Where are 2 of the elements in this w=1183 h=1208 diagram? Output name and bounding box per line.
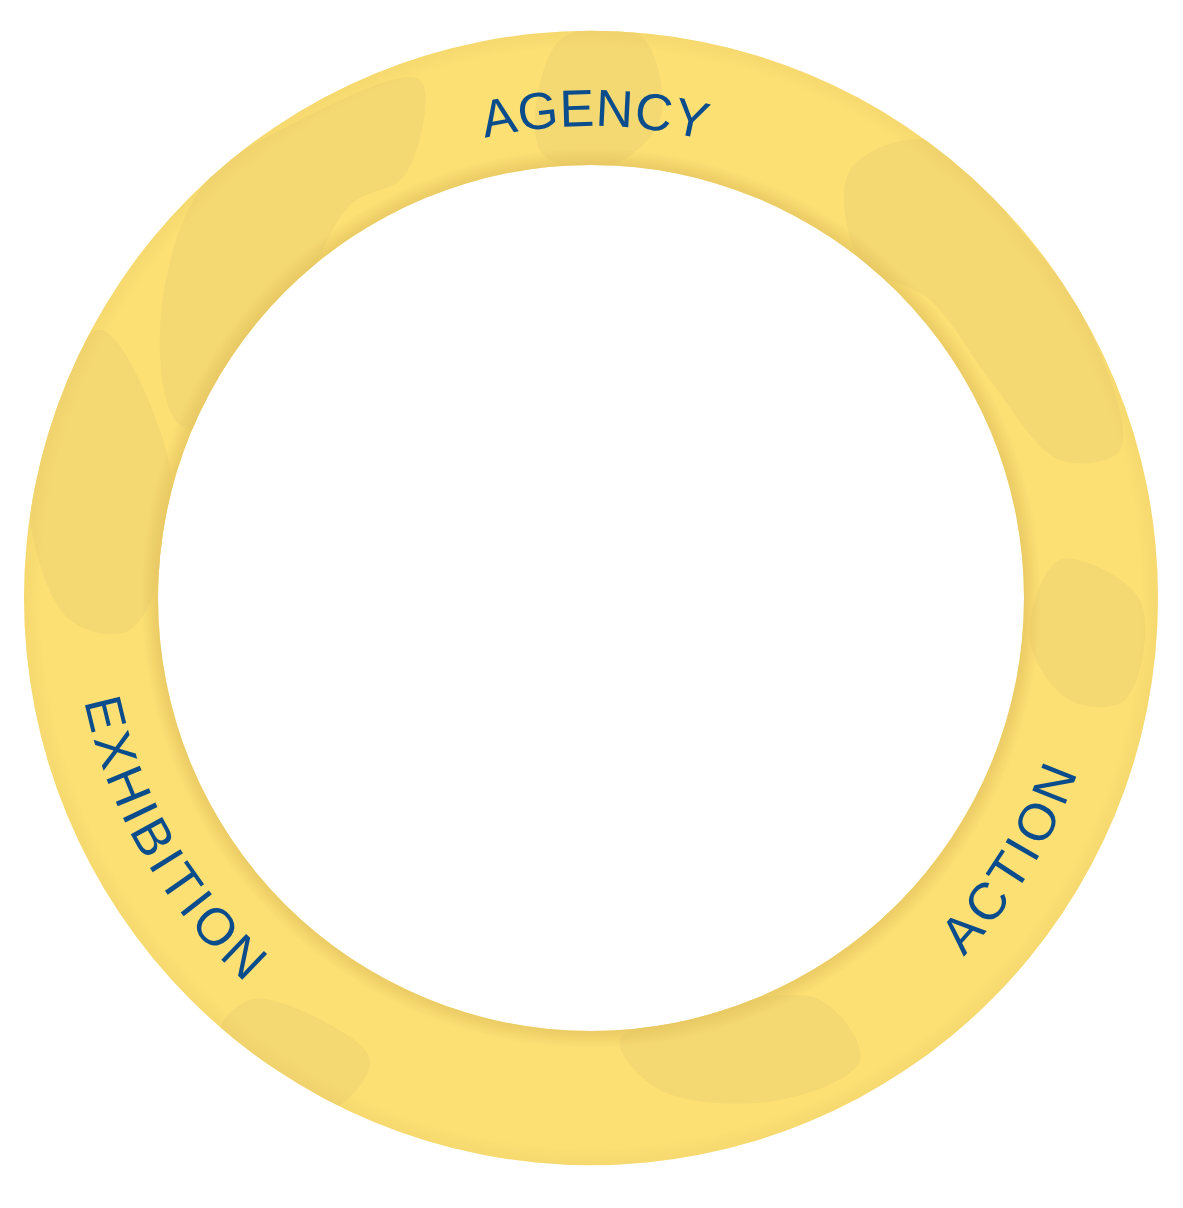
ring-band: [24, 31, 1158, 1165]
ring-label: AGENCY: [475, 78, 715, 151]
